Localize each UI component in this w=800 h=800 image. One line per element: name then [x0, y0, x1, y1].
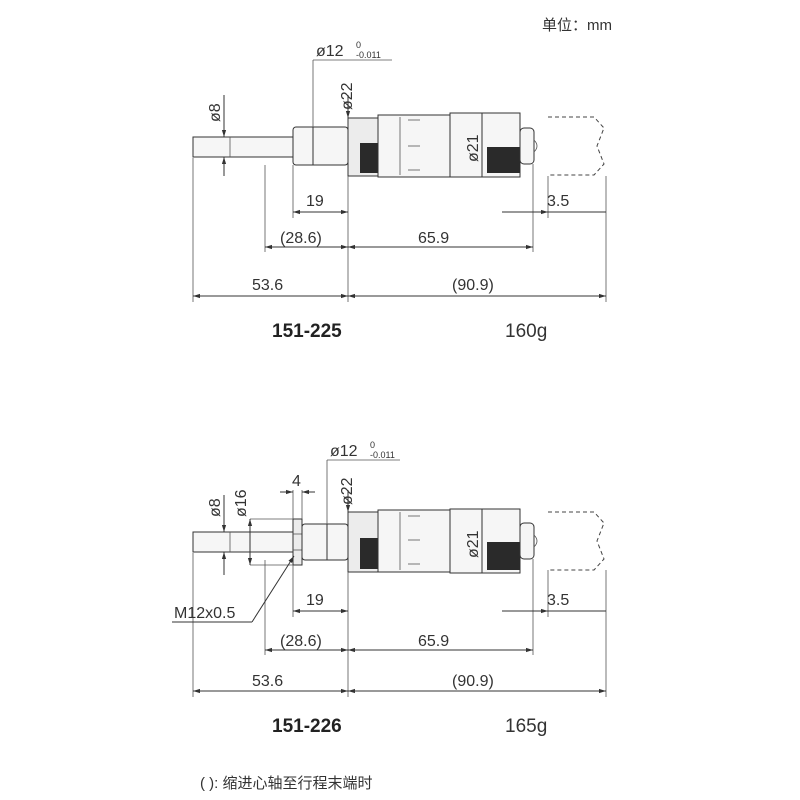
dim-nut-diameter: ø16	[233, 489, 250, 517]
dim-spindle-diameter: ø8	[207, 103, 224, 122]
spindle-body	[192, 531, 294, 553]
dim-stem-length: 19	[306, 592, 324, 609]
dim-left-length: 53.6	[252, 673, 283, 690]
weight-label: 160g	[505, 321, 547, 342]
extension-outline	[548, 511, 605, 571]
unit-label: 单位：mm	[542, 17, 612, 34]
ratchet-body	[519, 522, 535, 560]
model-number: 151-226	[272, 716, 342, 737]
weight-label: 165g	[505, 716, 547, 737]
dim-right-length: (90.9)	[452, 277, 494, 294]
collar-knurl	[360, 143, 378, 173]
dim-stem-tol-lower: -0.011	[370, 450, 395, 460]
dim-stem-tol-lower: -0.011	[356, 50, 381, 60]
spindle-body	[192, 136, 294, 158]
extension-outline	[548, 116, 605, 176]
thread-spec: M12x0.5	[174, 605, 235, 622]
head-151-225: ø8 ø22 ø21 ø12 0 -0.011 19 3.5 (28.6) 65…	[192, 40, 607, 342]
dim-stem-length: 19	[306, 193, 324, 210]
dim-ratchet-length: 3.5	[547, 592, 569, 609]
collar-knurl	[360, 538, 378, 569]
footnote: ( ): 缩进心轴至行程末端时	[200, 775, 373, 792]
dim-stem-tol-upper: 0	[370, 440, 375, 450]
dim-body-length: 65.9	[418, 633, 449, 650]
dim-collar-diameter: ø22	[339, 82, 356, 110]
dim-nut-width: 4	[292, 473, 301, 490]
stem-body	[292, 126, 349, 166]
dim-body-length: 65.9	[418, 230, 449, 247]
thimble-body	[449, 508, 521, 574]
head-151-226: ø8 ø16 ø22 ø21 4 M12x0.5 ø12 0 -0.011 19…	[172, 440, 607, 737]
dim-stem-tol-upper: 0	[356, 40, 361, 50]
dim-retract-length: (28.6)	[280, 230, 322, 247]
dim-ratchet-length: 3.5	[547, 193, 569, 210]
dim-thimble-diameter: ø21	[465, 134, 482, 162]
dim-stem-diameter: ø12	[316, 43, 344, 60]
dim-retract-length: (28.6)	[280, 633, 322, 650]
dim-collar-diameter: ø22	[339, 477, 356, 505]
stem-body	[301, 523, 349, 561]
sleeve-body	[377, 509, 451, 573]
nut-body	[292, 518, 303, 566]
thimble-knurl	[487, 147, 520, 173]
model-number: 151-225	[272, 321, 342, 342]
thimble-knurl	[487, 542, 520, 570]
ratchet-body	[519, 127, 535, 165]
dim-left-length: 53.6	[252, 277, 283, 294]
dim-stem-diameter: ø12	[330, 443, 358, 460]
dim-right-length: (90.9)	[452, 673, 494, 690]
dim-spindle-diameter: ø8	[207, 498, 224, 517]
dim-thimble-diameter: ø21	[465, 530, 482, 558]
